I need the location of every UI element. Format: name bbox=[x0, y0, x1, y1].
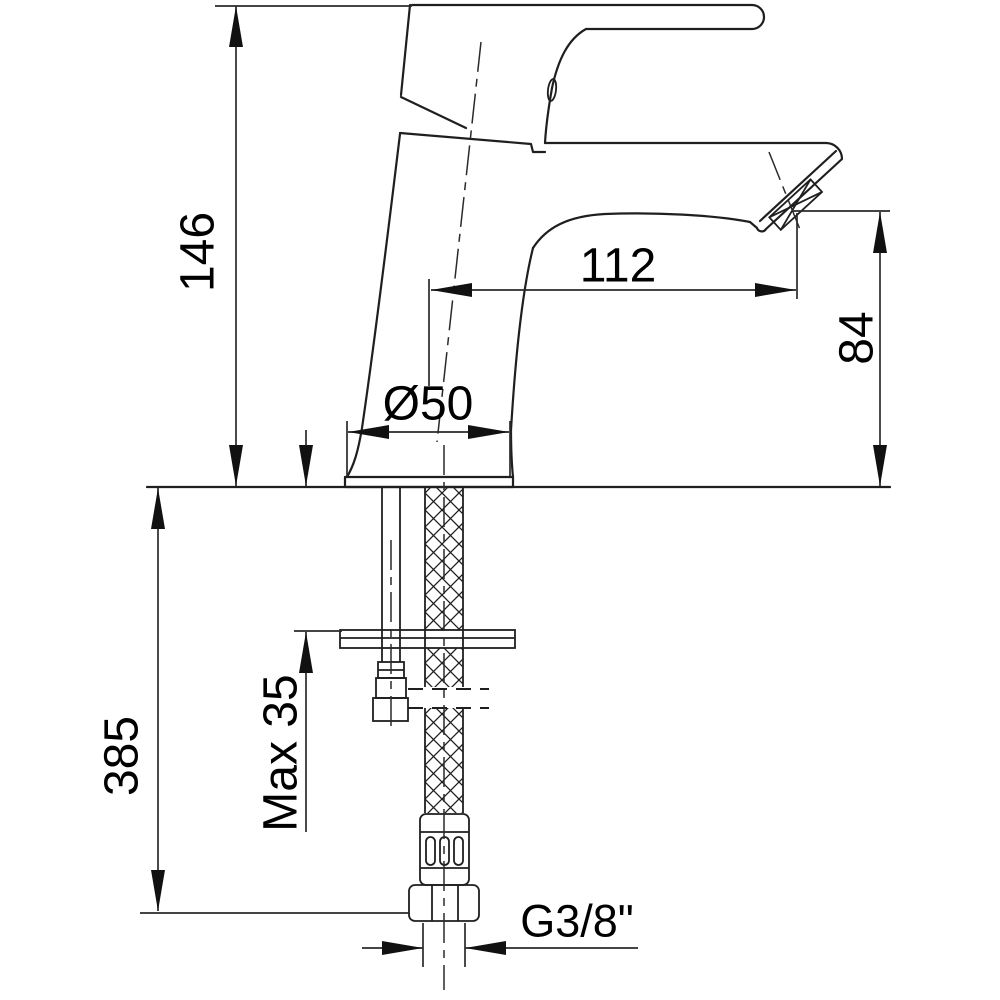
dimension-max-mounting-thickness: Max 35 bbox=[255, 430, 342, 832]
arrowhead-right bbox=[468, 425, 509, 439]
arrowhead-left bbox=[465, 941, 506, 955]
dim-label-84: 84 bbox=[831, 311, 884, 364]
dimension-total-height: 146 bbox=[172, 5, 412, 486]
arrowhead-up bbox=[151, 488, 165, 529]
arrowhead-right bbox=[755, 283, 796, 297]
arrowhead-right bbox=[382, 941, 423, 955]
dimension-outlet-height: 84 bbox=[793, 210, 890, 486]
body-left-edge bbox=[345, 132, 402, 479]
aerator-insert bbox=[768, 178, 824, 232]
dim-label-thread: G3/8" bbox=[520, 896, 634, 947]
cartridge-cap-cone bbox=[399, 95, 468, 130]
mounting-washer-plate bbox=[339, 629, 516, 649]
dimension-below-deck-length: 385 bbox=[96, 488, 410, 914]
handle-back-edge bbox=[399, 3, 412, 97]
dim-label-146: 146 bbox=[172, 212, 225, 292]
spout-outlet-centerline bbox=[768, 151, 802, 233]
body-right-edge bbox=[509, 246, 535, 479]
base-plate bbox=[343, 475, 515, 489]
arrowhead-down bbox=[299, 445, 313, 486]
arrowhead-up bbox=[873, 212, 887, 253]
dim-label-diameter: Ø50 bbox=[383, 378, 474, 431]
dim-label-385: 385 bbox=[96, 716, 149, 796]
dimension-base-diameter: Ø50 bbox=[346, 378, 511, 476]
arrowhead-down bbox=[229, 445, 243, 486]
arrowhead-left bbox=[348, 425, 389, 439]
dim-label-112: 112 bbox=[580, 240, 657, 293]
collar-seam bbox=[398, 131, 547, 154]
aerator-face-inner-line bbox=[758, 149, 838, 223]
arrowhead-up bbox=[229, 6, 243, 47]
dimension-thread: G3/8" bbox=[362, 896, 638, 967]
arrowhead-down bbox=[873, 445, 887, 486]
dim-label-max35: Max 35 bbox=[255, 674, 308, 831]
arrowhead-down bbox=[151, 870, 165, 911]
center-lines bbox=[390, 41, 802, 990]
below-counter-assembly bbox=[339, 487, 516, 922]
supply-hose bbox=[408, 487, 489, 813]
arrowhead-left bbox=[431, 283, 472, 297]
dimension-spout-reach: 112 bbox=[428, 213, 798, 386]
handle-lever bbox=[410, 3, 766, 145]
spout bbox=[531, 141, 844, 250]
body-axis-centerline bbox=[436, 41, 482, 443]
handle-indicator-button bbox=[546, 78, 558, 102]
arrowhead-up bbox=[299, 632, 313, 673]
